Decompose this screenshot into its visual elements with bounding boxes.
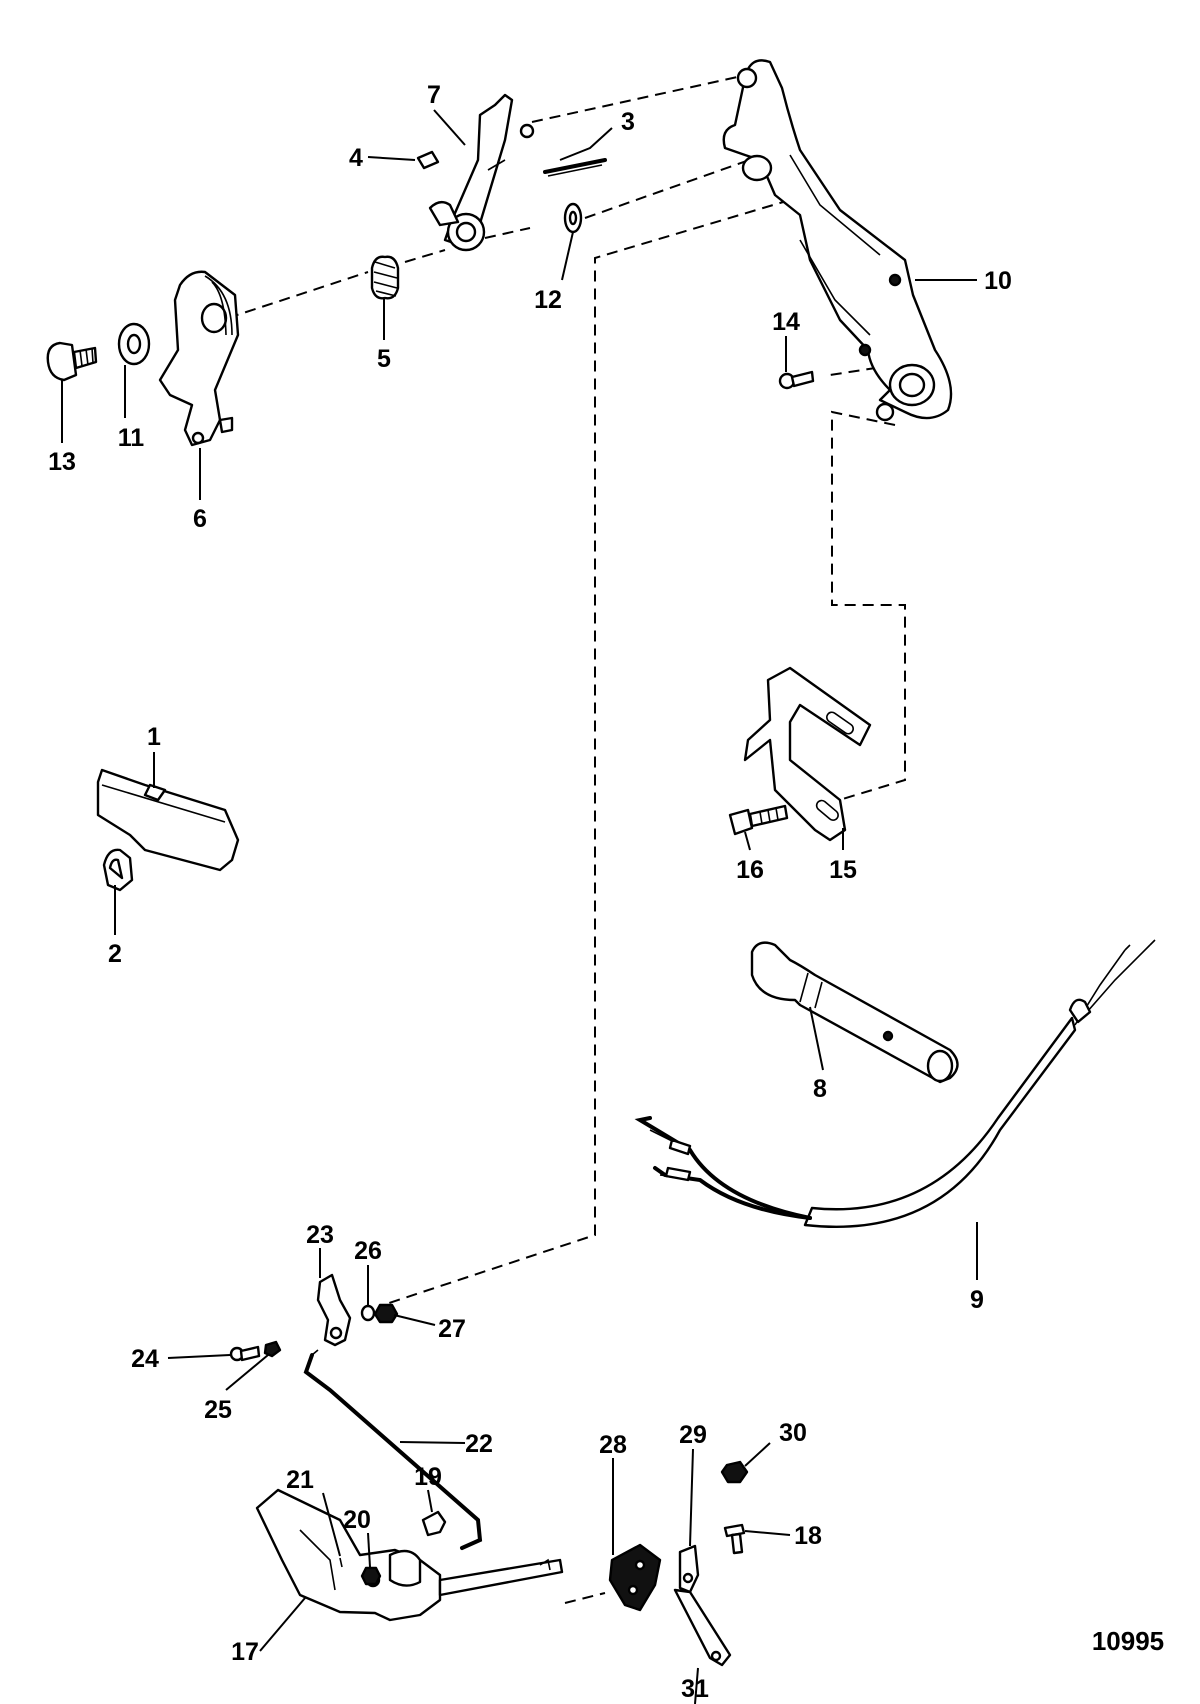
callout-29: 29 <box>679 1421 707 1449</box>
callout-24: 24 <box>131 1345 159 1373</box>
assembly-lines <box>227 75 906 1604</box>
callout-10: 10 <box>984 267 1012 295</box>
screw-24 <box>229 1345 261 1362</box>
link-plate-23 <box>316 1273 352 1347</box>
callout-31: 31 <box>681 1675 709 1703</box>
callout-2: 2 <box>108 940 122 968</box>
callout-16: 16 <box>736 856 764 884</box>
callout-14: 14 <box>772 308 800 336</box>
nut-19 <box>421 1510 447 1537</box>
screw-14 <box>778 370 815 390</box>
callout-26: 26 <box>354 1237 382 1265</box>
bracket-15 <box>743 666 872 842</box>
callout-18: 18 <box>794 1522 822 1550</box>
pulley-cam-6 <box>158 270 240 447</box>
callout-19: 19 <box>414 1463 442 1491</box>
nut-20 <box>360 1566 382 1586</box>
callout-22: 22 <box>465 1430 493 1458</box>
callout-20: 20 <box>343 1506 371 1534</box>
link-lever <box>428 93 535 252</box>
spring-5 <box>370 255 400 300</box>
bolt-16 <box>728 804 789 836</box>
plate-29 <box>678 1544 700 1594</box>
grommet-2 <box>102 848 134 892</box>
callout-23: 23 <box>306 1221 334 1249</box>
callout-8: 8 <box>813 1075 827 1103</box>
washer-11 <box>117 322 151 366</box>
callout-27: 27 <box>438 1315 466 1343</box>
nut-30 <box>720 1460 749 1484</box>
callout-3: 3 <box>621 108 635 136</box>
callout-15: 15 <box>829 856 857 884</box>
screw-18 <box>723 1523 746 1555</box>
callout-17: 17 <box>231 1638 259 1666</box>
callout-13: 13 <box>48 448 76 476</box>
washer-25 <box>263 1340 282 1358</box>
link-arm-31 <box>673 1588 732 1667</box>
callout-6: 6 <box>193 505 207 533</box>
callout-4: 4 <box>349 144 363 172</box>
callout-9: 9 <box>970 1286 984 1314</box>
control-cables-9 <box>634 939 1156 1228</box>
bolt-13 <box>46 341 98 382</box>
callout-labels: 1 2 3 4 5 6 7 8 9 10 11 12 13 14 15 16 1… <box>48 81 1012 1703</box>
callout-12: 12 <box>534 286 562 314</box>
callout-30: 30 <box>779 1419 807 1447</box>
screw-4 <box>416 150 440 170</box>
nut-27 <box>373 1303 399 1324</box>
callout-5: 5 <box>377 345 391 373</box>
figure-number: 10995 <box>1092 1626 1164 1656</box>
link-rod-22 <box>303 1349 483 1550</box>
throttle-arm-bracket <box>722 59 953 422</box>
callout-1: 1 <box>147 723 161 751</box>
washer-26 <box>360 1304 376 1322</box>
pin-3 <box>543 158 607 177</box>
cover-1 <box>96 768 240 872</box>
callout-11: 11 <box>118 424 145 452</box>
callout-25: 25 <box>204 1396 232 1424</box>
screw-21 <box>339 1557 343 1568</box>
washer-12 <box>563 202 583 234</box>
leader-lines <box>61 109 978 1704</box>
callout-7: 7 <box>427 81 441 109</box>
callout-28: 28 <box>599 1431 627 1459</box>
callout-21: 21 <box>286 1466 314 1494</box>
block-28 <box>608 1543 662 1612</box>
grip-sleeve-8 <box>750 941 959 1084</box>
